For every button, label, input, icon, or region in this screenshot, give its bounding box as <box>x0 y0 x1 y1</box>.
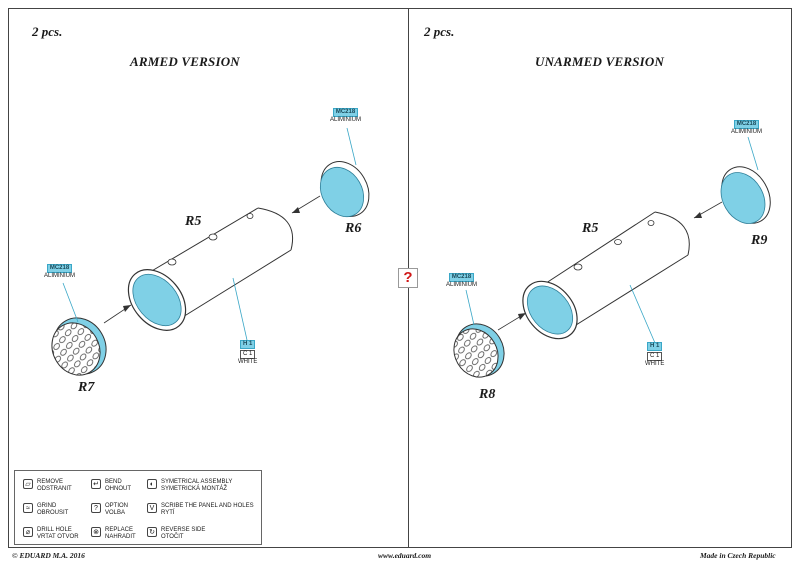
left-part-grill: R7 <box>78 380 95 395</box>
legend-label: REMOVE <box>37 479 64 485</box>
end-cap-left <box>319 161 370 218</box>
left-paint-grill: MC218 ALIMINIUM <box>44 264 75 280</box>
left-heading: ARMED VERSION <box>130 54 240 69</box>
footer-copyright: © EDUARD M.A. 2016 <box>12 551 85 560</box>
right-paint-body: H 1 C 1 WHITE <box>645 342 664 368</box>
legend-label-cz: VRTAT OTVOR <box>37 534 79 540</box>
paint-code-badge: MC218 <box>46 264 73 273</box>
legend-label: SYMETRICAL ASSEMBLY <box>161 479 233 485</box>
question-mark-icon: ? <box>398 268 418 288</box>
paint-name: ALIMINIUM <box>731 129 763 135</box>
legend-label: DRILL HOLE <box>37 527 72 533</box>
legend-label: REVERSE SIDE <box>161 527 206 533</box>
grill-cap-right <box>453 323 505 378</box>
right-assembly <box>453 136 771 378</box>
legend-label: SCRIBE THE PANEL AND HOLES <box>161 503 254 509</box>
grind-icon: ≈ <box>23 503 33 513</box>
paint-name: ALIMINIUM <box>44 273 76 279</box>
bend-icon: ↵ <box>91 479 101 489</box>
paint-code-badge: MC218 <box>332 108 359 117</box>
right-part-tank: R5 <box>582 221 599 236</box>
grill-cap-left <box>51 317 107 376</box>
legend-label: GRIND <box>37 503 57 509</box>
tank-body-left <box>127 207 293 331</box>
reverse-side-icon: ↻ <box>147 527 157 537</box>
scribe-icon: V <box>147 503 157 513</box>
left-assembly <box>51 127 370 376</box>
right-heading: UNARMED VERSION <box>535 54 665 69</box>
left-count: 2 pcs. <box>32 24 63 39</box>
paint-name: WHITE <box>238 359 258 365</box>
remove-icon: ▱ <box>23 479 33 489</box>
footer-made-in: Made in Czech Republic <box>700 551 776 560</box>
replace-icon: ⊗ <box>91 527 101 537</box>
right-paint-top: MC218 ALIMINIUM <box>731 120 762 136</box>
legend-label: BEND <box>105 479 122 485</box>
footer-website: www.eduard.com <box>378 551 432 560</box>
legend-label-cz: OTOČIT <box>161 534 184 540</box>
paint-code-badge: H 1 <box>647 342 663 351</box>
left-part-end-cap: R6 <box>345 221 362 236</box>
legend-label-cz: VOLBA <box>105 510 126 516</box>
legend-label-cz: ODSTRANIT <box>37 486 72 492</box>
right-count: 2 pcs. <box>424 24 455 39</box>
left-part-tank: R5 <box>185 214 202 229</box>
paint-code-badge: MC218 <box>448 273 475 282</box>
legend-label-cz: OHNOUT <box>105 486 131 492</box>
legend-label: OPTION <box>105 503 129 509</box>
end-cap-right <box>720 166 771 224</box>
legend-label-cz: SYMETRICKÁ MONTÁŽ <box>161 486 228 492</box>
paint-name: WHITE <box>645 361 665 367</box>
paint-name: ALIMINIUM <box>446 282 478 288</box>
right-part-end-cap: R9 <box>751 233 768 248</box>
legend-label-cz: OBROUSIT <box>37 510 69 516</box>
legend-label-cz: NAHRADIT <box>105 534 136 540</box>
option-icon: ? <box>91 503 101 513</box>
paint-name: ALIMINIUM <box>330 117 362 123</box>
tank-body-right <box>522 211 690 340</box>
symmetrical-assembly-icon: ◐ <box>147 479 157 489</box>
left-paint-top: MC218 ALIMINIUM <box>330 108 361 124</box>
paint-code-secondary: C 1 <box>240 350 256 359</box>
drill-hole-icon: ⌀ <box>23 527 33 537</box>
legend-label-cz: RYTÍ <box>161 510 175 516</box>
sheet-frame <box>8 8 792 548</box>
paint-code-badge: MC218 <box>733 120 760 129</box>
right-part-grill: R8 <box>479 387 496 402</box>
legend-label: REPLACE <box>105 527 134 533</box>
left-paint-body: H 1 C 1 WHITE <box>238 340 257 366</box>
paint-code-secondary: C 1 <box>647 352 663 361</box>
right-paint-grill: MC218 ALIMINIUM <box>446 273 477 289</box>
paint-code-badge: H 1 <box>240 340 256 349</box>
